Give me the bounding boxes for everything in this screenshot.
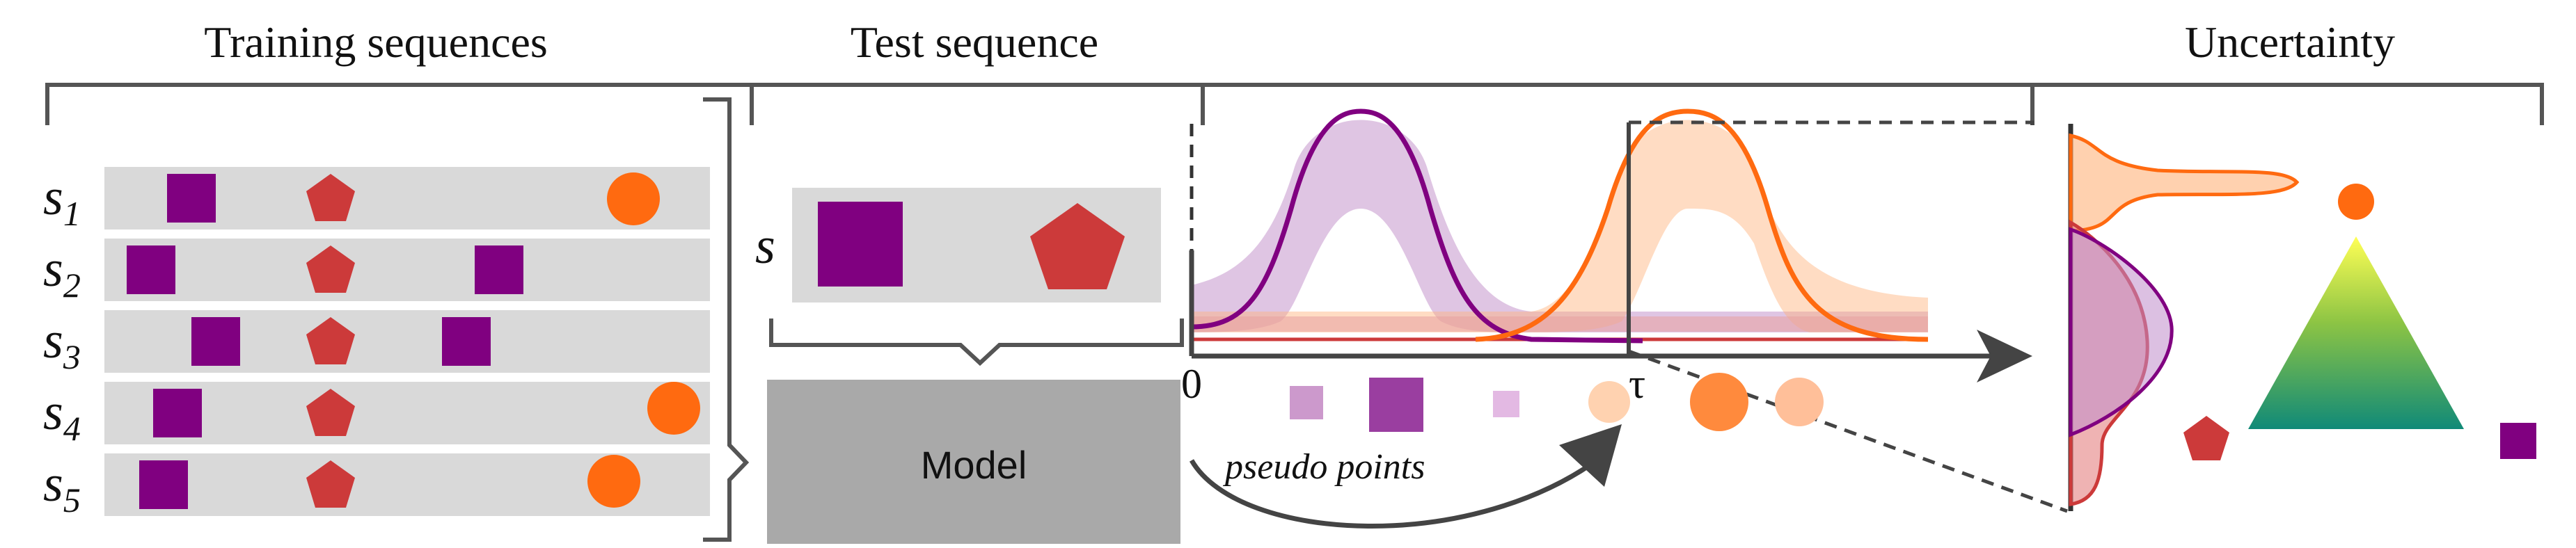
square-mark <box>818 202 903 287</box>
square-mark <box>153 389 202 437</box>
pentagon-mark <box>306 245 355 293</box>
header-bracket <box>45 83 2544 125</box>
square-mark <box>1290 386 1323 419</box>
circle-mark <box>587 455 640 508</box>
square-mark <box>167 174 216 223</box>
model-label: Model <box>921 443 1027 487</box>
circle-mark <box>1775 378 1824 426</box>
orange-intensity-curve <box>1475 108 1929 342</box>
circle-mark <box>2338 184 2374 220</box>
header-uncertainty: Uncertainty <box>2185 17 2395 67</box>
pentagon-mark <box>306 317 355 364</box>
baseline-band <box>1192 316 1928 332</box>
pentagon-mark <box>2183 416 2229 460</box>
pentagon-mark <box>306 389 355 436</box>
test-sequence: s <box>755 188 1184 366</box>
pseudo-points-arrow <box>1189 450 1610 529</box>
simplex-triangle <box>2248 236 2464 429</box>
pentagon-mark <box>306 174 355 221</box>
circle-mark <box>1690 373 1748 431</box>
sequence-label-2: s2 <box>43 241 81 305</box>
square-mark <box>1493 391 1519 417</box>
training-brace <box>703 97 750 542</box>
square-mark <box>1369 378 1423 432</box>
orange-density <box>2069 133 2300 233</box>
purple-intensity-curve <box>1191 108 1643 344</box>
pseudo-points-arrowhead <box>1559 424 1622 487</box>
pentagon-mark <box>1030 203 1125 289</box>
sequence-label-3: s3 <box>43 312 81 376</box>
training-sequences: s1 s2 s3 s4 s5 <box>43 97 750 542</box>
pseudo-points-label: pseudo points <box>1222 447 1425 487</box>
circle-mark <box>647 382 700 435</box>
sequence-bar-2 <box>104 239 710 301</box>
test-brace <box>769 319 1184 366</box>
header-training: Training sequences <box>204 17 548 67</box>
sequence-label-4: s4 <box>43 384 81 448</box>
square-mark <box>475 245 523 294</box>
zoom-connector <box>1628 349 2068 513</box>
model-box <box>767 380 1180 544</box>
circle-mark <box>607 172 660 225</box>
square-mark <box>191 317 240 366</box>
sequence-label-1: s1 <box>43 169 81 233</box>
pseudo-points: pseudo points <box>1189 373 1824 529</box>
time-axis-arrowhead <box>1977 330 2032 382</box>
square-mark <box>127 245 175 294</box>
intensity-plot: 0 τ <box>1181 108 2068 513</box>
orange-uncertainty-band <box>1192 120 1928 332</box>
circle-mark <box>1588 381 1630 423</box>
test-sequence-label: s <box>755 218 775 275</box>
header-test: Test sequence <box>851 17 1098 67</box>
purple-density <box>2069 227 2174 437</box>
square-mark <box>139 460 188 509</box>
uncertainty-panel <box>2068 124 2536 511</box>
tau-label: τ <box>1629 361 1645 407</box>
square-mark <box>442 317 491 366</box>
sequence-label-5: s5 <box>43 456 81 519</box>
axis-start-label: 0 <box>1181 361 1202 407</box>
zoom-box-top <box>1629 120 2034 125</box>
sequence-bar-4 <box>104 382 710 444</box>
pentagon-mark <box>306 460 355 508</box>
square-mark <box>2500 423 2536 459</box>
purple-uncertainty-band <box>1192 120 1928 333</box>
